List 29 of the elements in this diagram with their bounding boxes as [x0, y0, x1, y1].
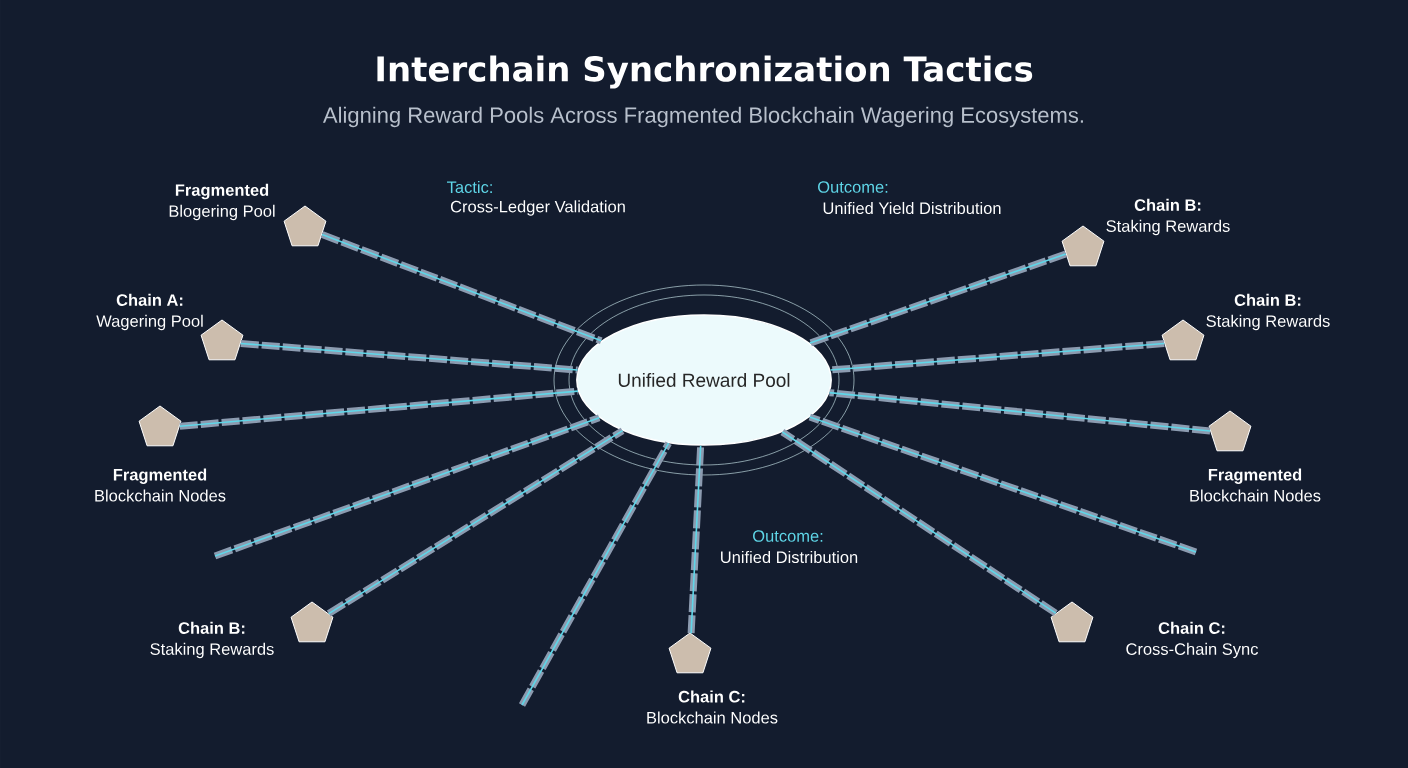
node-label: Chain B: Staking Rewards — [1206, 293, 1330, 331]
node-label: Fragmented Blogering Pool — [169, 183, 275, 221]
chain-link — [518, 441, 672, 707]
callout-text: Unified Distribution — [721, 550, 858, 564]
node-label: Chain B: Staking Rewards — [150, 621, 274, 659]
chain-link — [829, 340, 1166, 374]
node-label: Fragmented Blockchain Nodes — [1190, 468, 1321, 502]
node-label: Fragmented Blockchain Nodes — [95, 468, 226, 502]
chain-link — [808, 413, 1198, 556]
callout-text: Outcome: — [753, 530, 823, 542]
chain-link — [828, 389, 1211, 435]
chain-link — [179, 387, 579, 430]
chain-link — [687, 444, 705, 634]
title: Interchain Synchronization Tactics — [377, 55, 1033, 89]
node-label: Chain C: Cross-Chain Sync — [1126, 621, 1258, 659]
node-label: Chain A: Wagering Pool — [96, 293, 203, 331]
subtitle: Aligning Reward Pools Across Fragmented Blockchain Wagering Ecosystems. — [322, 106, 1083, 128]
callout-text: Unified Yield Distribution — [823, 201, 1001, 215]
chain-link — [780, 429, 1058, 617]
chain-link — [239, 340, 579, 374]
callout-text: Cross-Ledger Validation — [450, 200, 625, 216]
chain-link — [808, 250, 1067, 347]
node-label: Chain C: Blockchain Nodes — [647, 690, 778, 724]
node-label: Chain B: Staking Rewards — [1106, 198, 1230, 236]
chain-link — [213, 414, 601, 560]
chain-link — [326, 427, 625, 617]
chain-link — [320, 231, 603, 345]
callout-text: Tactic: — [447, 180, 492, 194]
callout-text: Outcome: — [818, 181, 888, 193]
